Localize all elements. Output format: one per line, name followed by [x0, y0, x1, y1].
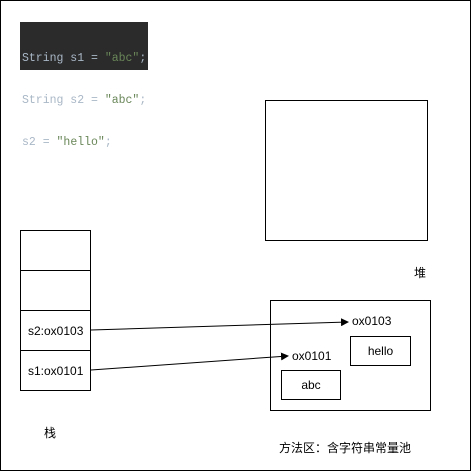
string-hello-text: hello [367, 344, 394, 358]
stack-label: 栈 [44, 426, 57, 440]
heap-box [265, 100, 428, 241]
stack-cell-s1: s1:ox0101 [21, 350, 91, 390]
address-ox0101: ox0101 [292, 349, 332, 363]
address-ox0103: ox0103 [352, 314, 392, 328]
code-line-1: String s1 = "abc"; [22, 52, 147, 65]
string-abc-box: abc [281, 370, 341, 400]
code-snippet: String s1 = "abc"; String s2 = "abc"; s2… [20, 22, 148, 149]
string-abc-text: abc [301, 378, 321, 392]
arrow-s1-to-ox0101 [90, 352, 289, 371]
stack-cell-2 [21, 270, 91, 310]
method-area-label: 方法区：含字符串常量池 [279, 441, 412, 455]
string-hello-box: hello [350, 336, 411, 366]
arrow-s2-to-ox0103 [90, 318, 349, 331]
code-line-2: String s2 = "abc"; [22, 94, 147, 107]
code-line-3: s2 = "hello"; [22, 136, 112, 149]
heap-label: 堆 [414, 266, 427, 280]
stack-box: s2:ox0103 s1:ox0101 [20, 230, 91, 391]
stack-cell-1 [21, 230, 91, 270]
stack-cell-s2: s2:ox0103 [21, 310, 91, 350]
